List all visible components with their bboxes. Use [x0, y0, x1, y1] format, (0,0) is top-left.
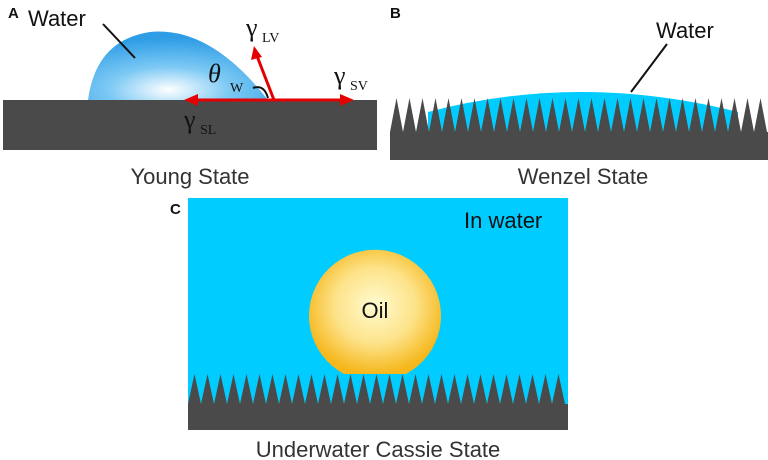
theta-subscript: W — [230, 81, 244, 96]
gamma-lv-symbol: γ — [245, 13, 258, 42]
caption-young-state: Young State — [130, 164, 249, 189]
gamma-sv-arrowhead — [340, 94, 354, 106]
panel-b: B Water Wenzel State — [390, 5, 768, 189]
gamma-sl-arrowhead — [184, 94, 198, 106]
water-label: Water — [656, 18, 714, 43]
gamma-lv-arrow — [255, 55, 276, 101]
caption-underwater-cassie-state: Underwater Cassie State — [256, 437, 501, 460]
contact-angle-arc — [252, 86, 269, 99]
theta-symbol: θ — [208, 59, 221, 88]
gamma-sl-symbol: γ — [183, 105, 196, 134]
panel-letter-b: B — [390, 5, 401, 22]
gamma-sl-subscript: SL — [200, 123, 216, 138]
in-water-label: In water — [464, 208, 542, 233]
gamma-sv-symbol: γ — [333, 61, 346, 90]
oil-label: Oil — [362, 298, 389, 323]
water-leader-line — [630, 43, 668, 93]
rough-substrate — [390, 98, 768, 160]
water-label: Water — [28, 6, 86, 31]
panel-letter-c: C — [170, 201, 181, 218]
gamma-lv-arrowhead — [251, 46, 262, 60]
gamma-sv-subscript: SV — [350, 79, 368, 94]
gamma-lv-subscript: LV — [262, 31, 279, 46]
panel-letter-a: A — [8, 5, 19, 22]
water-droplet — [88, 31, 268, 100]
caption-wenzel-state: Wenzel State — [518, 164, 648, 189]
rough-substrate — [188, 374, 568, 430]
panel-c: C In water Oil Underwater Cassie State — [170, 198, 568, 460]
flat-substrate — [3, 100, 377, 150]
water-leader-line — [102, 23, 136, 59]
surface-tension-arrows — [184, 46, 354, 106]
oil-droplet — [309, 249, 442, 374]
panel-a: A Water γ LV γ SV γ SL θ W — [3, 5, 377, 189]
